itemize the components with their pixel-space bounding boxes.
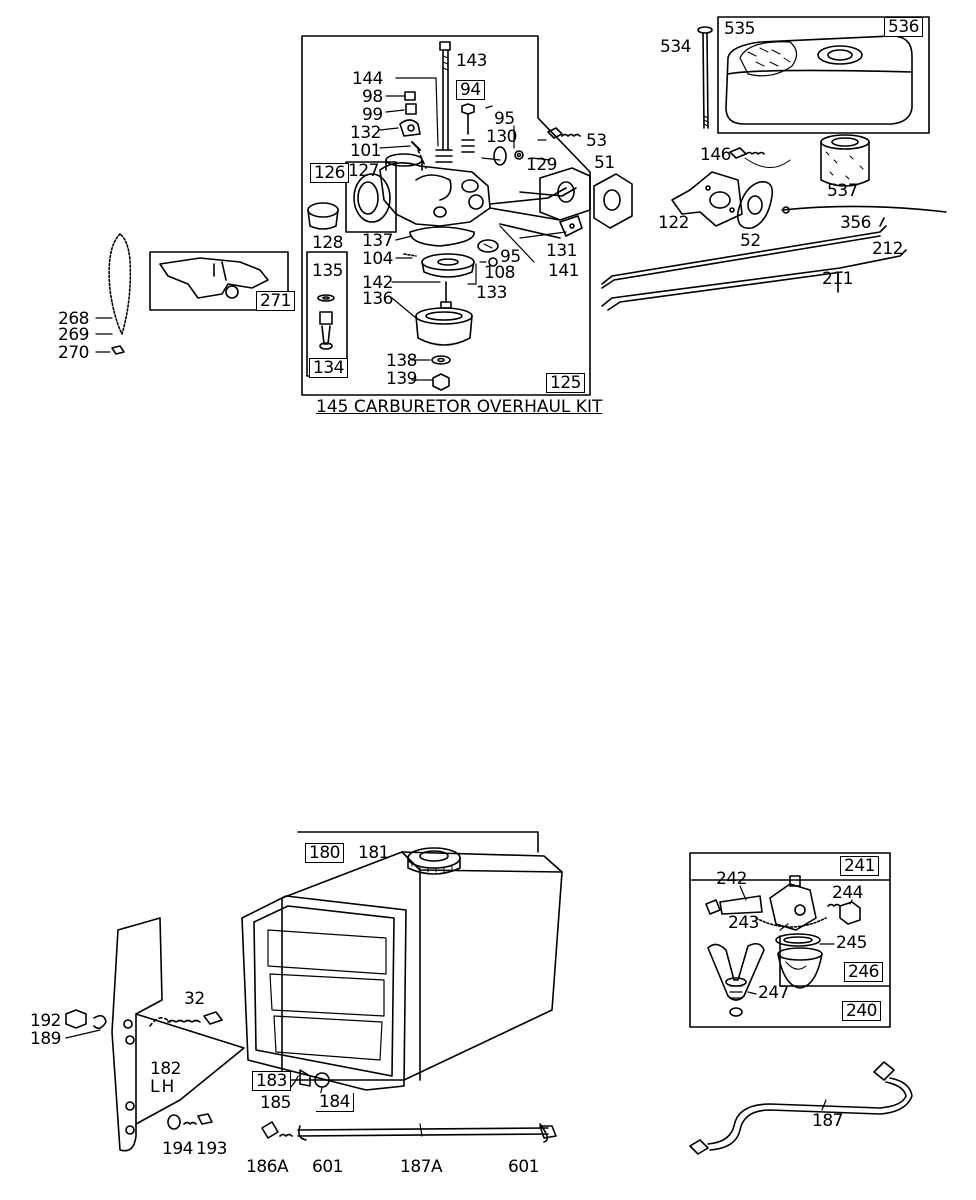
part-label-52: 52 [740,231,761,251]
part-label-lh: LH [150,1077,177,1097]
part-label-192: 192 [30,1011,61,1031]
part-label-245: 245 [836,933,867,953]
part-label-122: 122 [658,213,689,233]
part-label-183: 183 [252,1071,291,1091]
part-label-193: 193 [196,1139,227,1159]
part-label-139: 139 [386,369,417,389]
part-label-247: 247 [758,983,789,1003]
part-label-101: 101 [350,141,381,161]
part-label-180: 180 [305,843,344,863]
part-label-99: 99 [362,105,383,125]
carburetor-kit-title: 145 CARBURETOR OVERHAUL KIT [316,397,603,417]
part-label-243: 243 [728,913,759,933]
fuel-line-187 [690,1062,912,1154]
part-label-142: 142 [362,273,393,293]
part-label-269: 269 [58,325,89,345]
carburetor-group-frame [302,36,590,395]
part-label-53: 53 [586,131,607,151]
part-label-137: 137 [362,231,393,251]
intake-bracket-122-52 [672,148,790,228]
part-label-108: 108 [484,263,515,283]
part-label-189: 189 [30,1029,61,1049]
part-label-534: 534 [660,37,691,57]
part-label-535: 535 [724,19,755,39]
part-label-135: 135 [312,261,343,281]
air-cleaner-element-537 [821,135,869,186]
part-label-138: 138 [386,351,417,371]
part-label-271: 271 [256,291,295,311]
part-label-246: 246 [844,962,883,982]
part-label-212: 212 [872,239,903,259]
part-label-181: 181 [358,843,389,863]
part-label-146: 146 [700,145,731,165]
part-label-601-right: 601 [508,1157,539,1177]
throttle-control-271 [96,234,288,354]
part-label-131: 131 [546,241,577,261]
part-label-241: 241 [840,856,879,876]
part-label-127: 127 [348,161,379,181]
part-label-187a: 187A [400,1157,443,1177]
part-label-133: 133 [476,283,507,303]
part-label-95-lower: 95 [500,247,521,267]
carburetor-body [307,42,632,390]
part-label-182: 182 [150,1059,181,1079]
part-label-130: 130 [486,127,517,147]
part-label-98: 98 [362,87,383,107]
part-label-268: 268 [58,309,89,329]
part-label-601-left: 601 [312,1157,343,1177]
part-label-185: 185 [260,1093,291,1113]
part-label-240: 240 [842,1001,881,1021]
part-label-356: 356 [840,213,871,233]
part-label-244: 244 [832,883,863,903]
part-label-141: 141 [548,261,579,281]
part-label-136: 136 [362,289,393,309]
part-label-187: 187 [812,1111,843,1131]
part-label-270: 270 [58,343,89,363]
sediment-bowl-group-240 [690,853,890,1027]
part-label-211: 211 [822,269,853,289]
part-label-51: 51 [594,153,615,173]
part-label-125: 125 [546,373,585,393]
governor-links-356-212-211 [602,206,946,310]
part-label-143: 143 [456,51,487,71]
part-label-32: 32 [184,989,205,1009]
fuel-tank-180 [66,832,562,1151]
part-label-94: 94 [456,80,485,100]
part-label-128: 128 [312,233,343,253]
part-label-104: 104 [362,249,393,269]
part-label-194: 194 [162,1139,193,1159]
part-label-126: 126 [310,163,349,183]
part-label-129: 129 [526,155,557,175]
part-label-536: 536 [884,17,923,37]
part-label-242: 242 [716,869,747,889]
part-label-537: 537 [827,181,858,201]
part-label-95-upper: 95 [494,109,515,129]
part-label-132: 132 [350,123,381,143]
part-label-186a: 186A [246,1157,289,1177]
fuel-tank-assembly-536 [698,17,929,133]
part-label-144: 144 [352,69,383,89]
part-label-134: 134 [309,358,348,378]
part-label-184: 184 [316,1093,354,1112]
